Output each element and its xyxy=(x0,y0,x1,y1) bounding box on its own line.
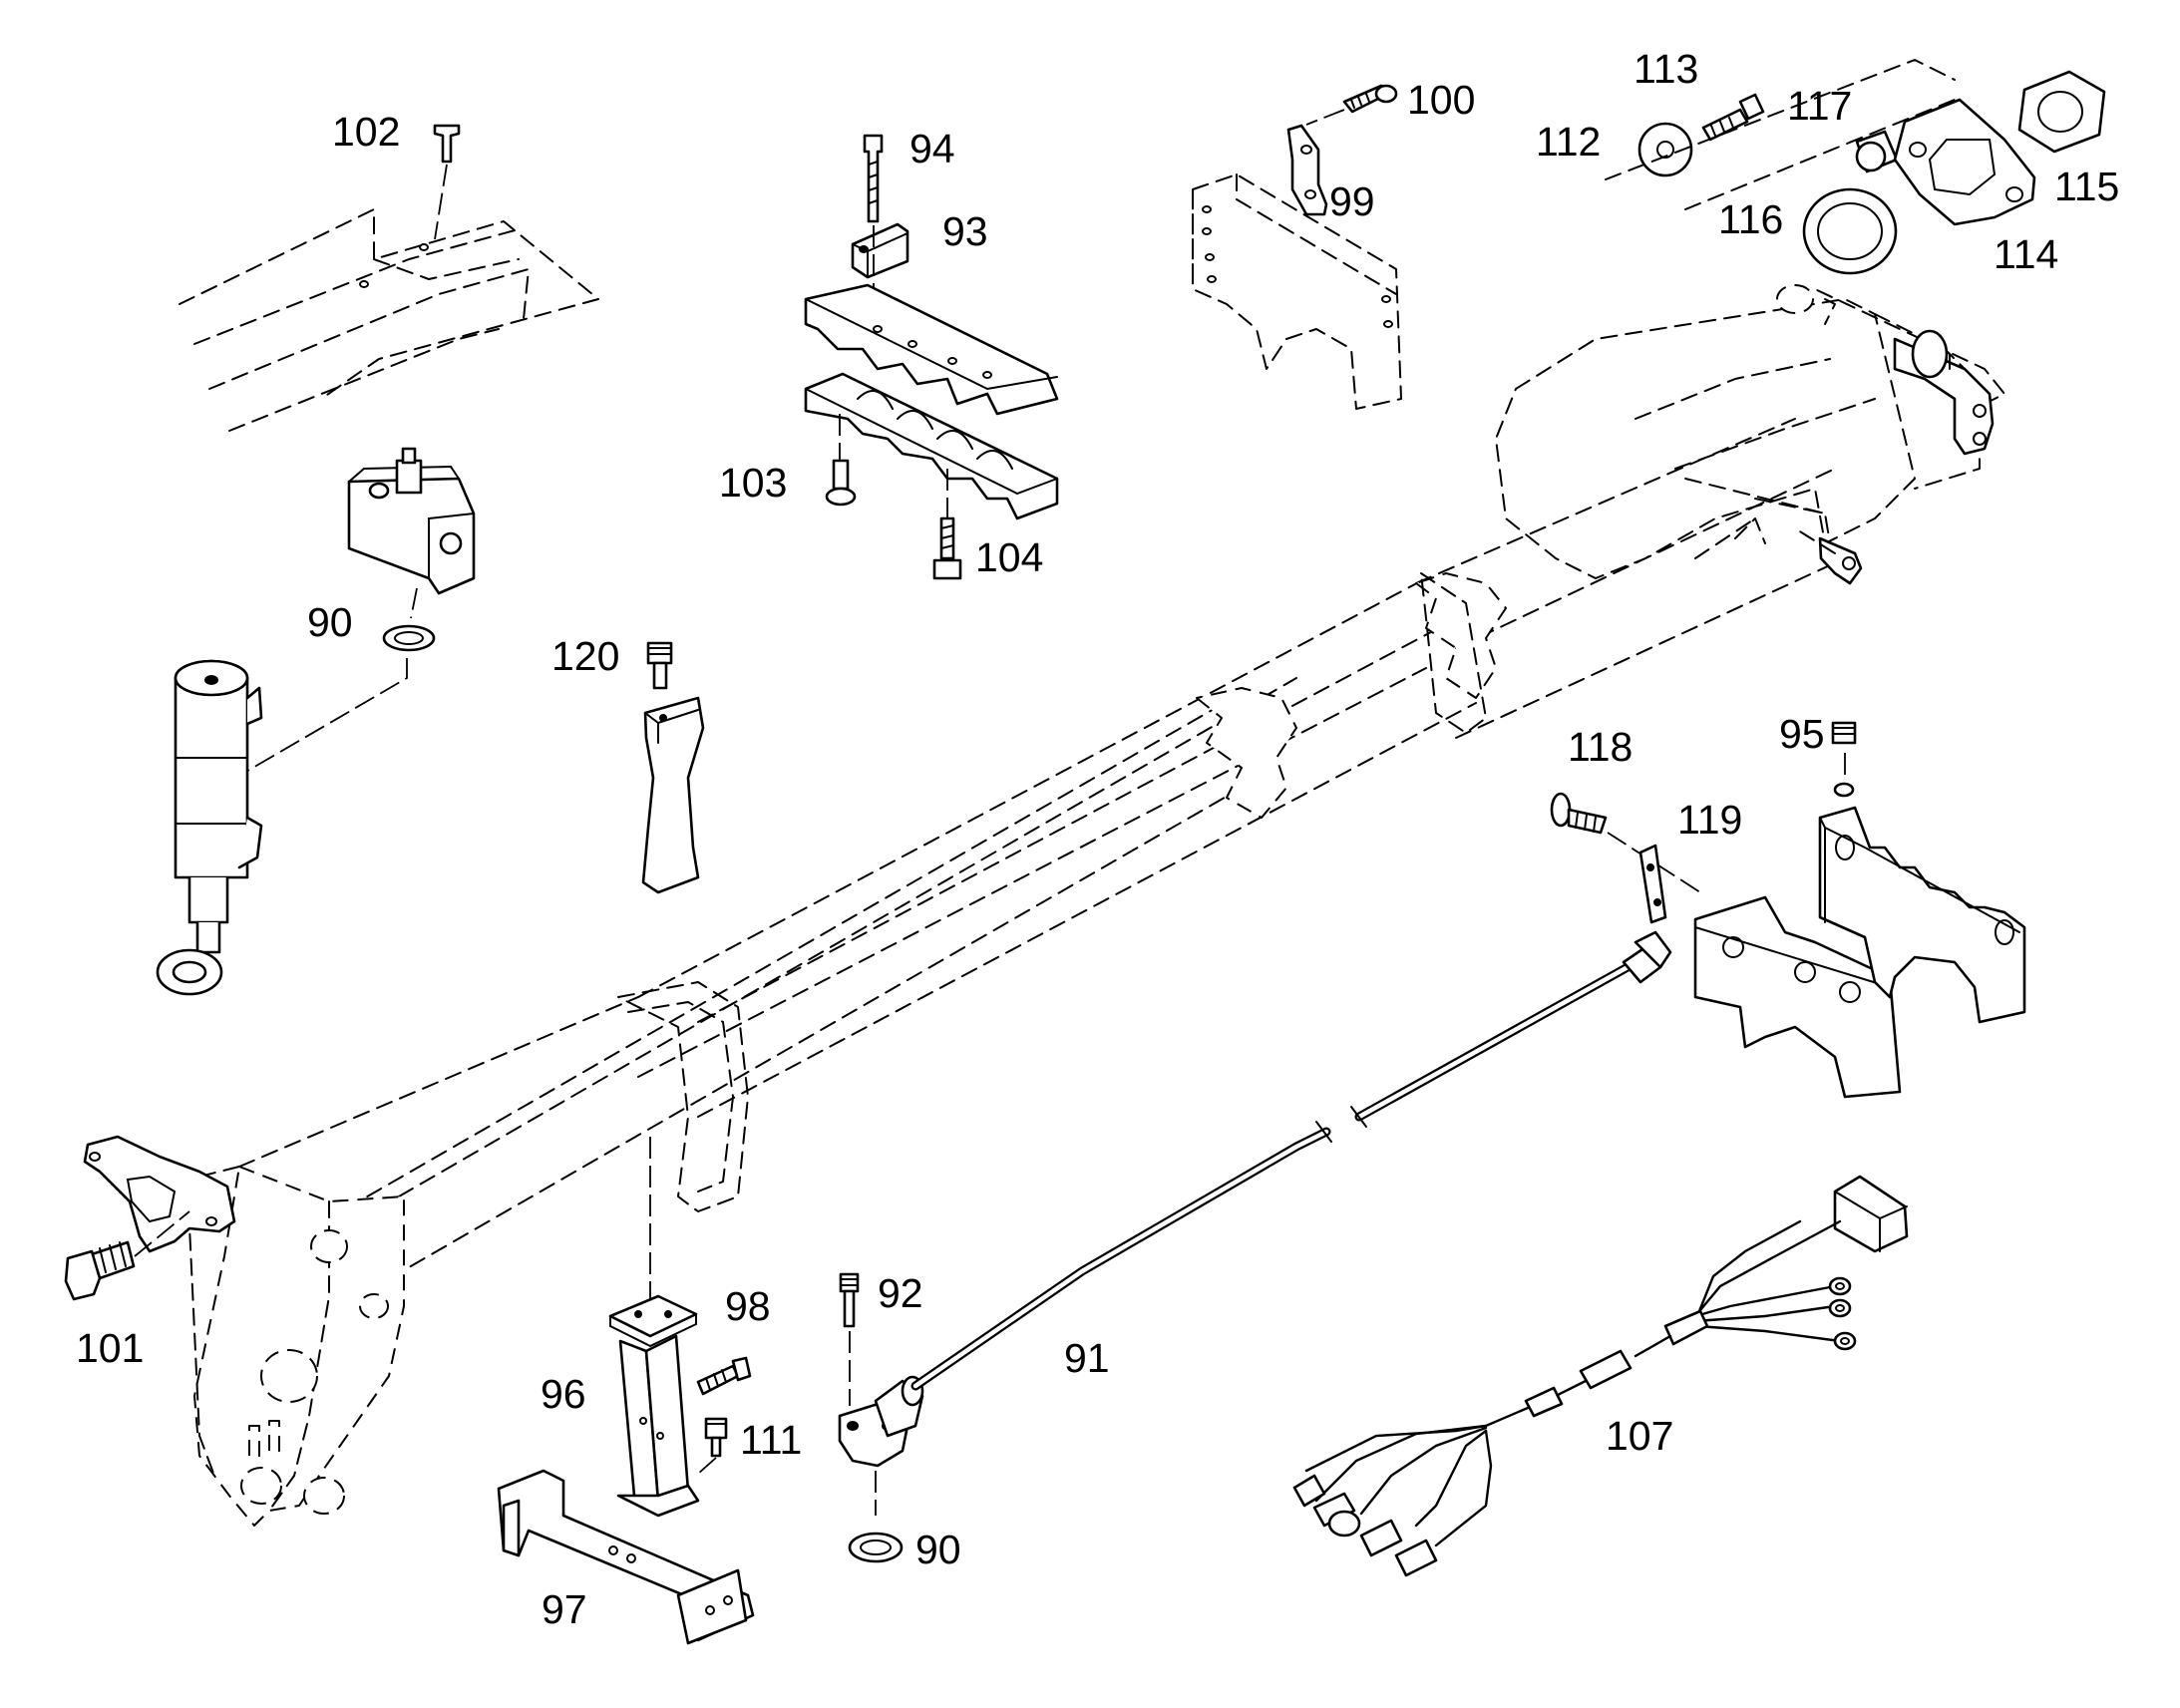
callout-92: 92 xyxy=(878,1270,923,1316)
part-95-118-119-clamp xyxy=(1550,721,2026,1099)
part-90-valve-block xyxy=(156,447,476,996)
callout-101: 101 xyxy=(76,1325,144,1371)
callout-115: 115 xyxy=(2054,164,2119,209)
part-101-bracket-bolt xyxy=(64,1135,236,1301)
callout-98: 98 xyxy=(725,1283,771,1329)
callout-95: 95 xyxy=(1779,711,1825,757)
part-112-to-117-pin-group xyxy=(1605,59,2106,585)
callout-103: 103 xyxy=(719,460,787,506)
callout-96: 96 xyxy=(541,1371,586,1417)
callout-91: 91 xyxy=(1064,1335,1110,1381)
part-99-100-bracket xyxy=(1192,84,1402,410)
callout-102: 102 xyxy=(332,109,400,155)
callout-90-sensor: 90 xyxy=(915,1527,961,1572)
callout-111: 111 xyxy=(740,1417,802,1463)
part-120-wedge xyxy=(641,641,705,894)
callout-114: 114 xyxy=(1994,231,2058,277)
part-91-92-cable-sensor xyxy=(838,930,1672,1563)
callout-119: 119 xyxy=(1677,797,1742,843)
part-102-screw xyxy=(179,124,599,432)
callout-94: 94 xyxy=(909,126,955,171)
callout-117: 117 xyxy=(1787,83,1852,129)
part-107-wiring-harness xyxy=(1292,1175,1909,1577)
callout-labels: 102 94 93 103 104 100 99 113 112 117 115… xyxy=(76,46,2119,1632)
callout-118: 118 xyxy=(1568,724,1633,770)
callout-120: 120 xyxy=(551,633,619,679)
part-96-97-98-support xyxy=(497,1137,755,1645)
callout-104: 104 xyxy=(975,534,1043,580)
part-93-94-cable-guide xyxy=(804,134,1059,580)
callout-116: 116 xyxy=(1718,196,1783,242)
callout-113: 113 xyxy=(1634,46,1698,92)
callout-90-valve: 90 xyxy=(307,599,353,645)
callout-93: 93 xyxy=(942,208,988,254)
callout-99: 99 xyxy=(1329,178,1375,224)
callout-112: 112 xyxy=(1536,119,1601,165)
callout-100: 100 xyxy=(1407,77,1475,123)
callout-97: 97 xyxy=(542,1586,587,1632)
telescopic-boom-phantom xyxy=(188,284,2005,1527)
callout-107: 107 xyxy=(1606,1413,1673,1459)
